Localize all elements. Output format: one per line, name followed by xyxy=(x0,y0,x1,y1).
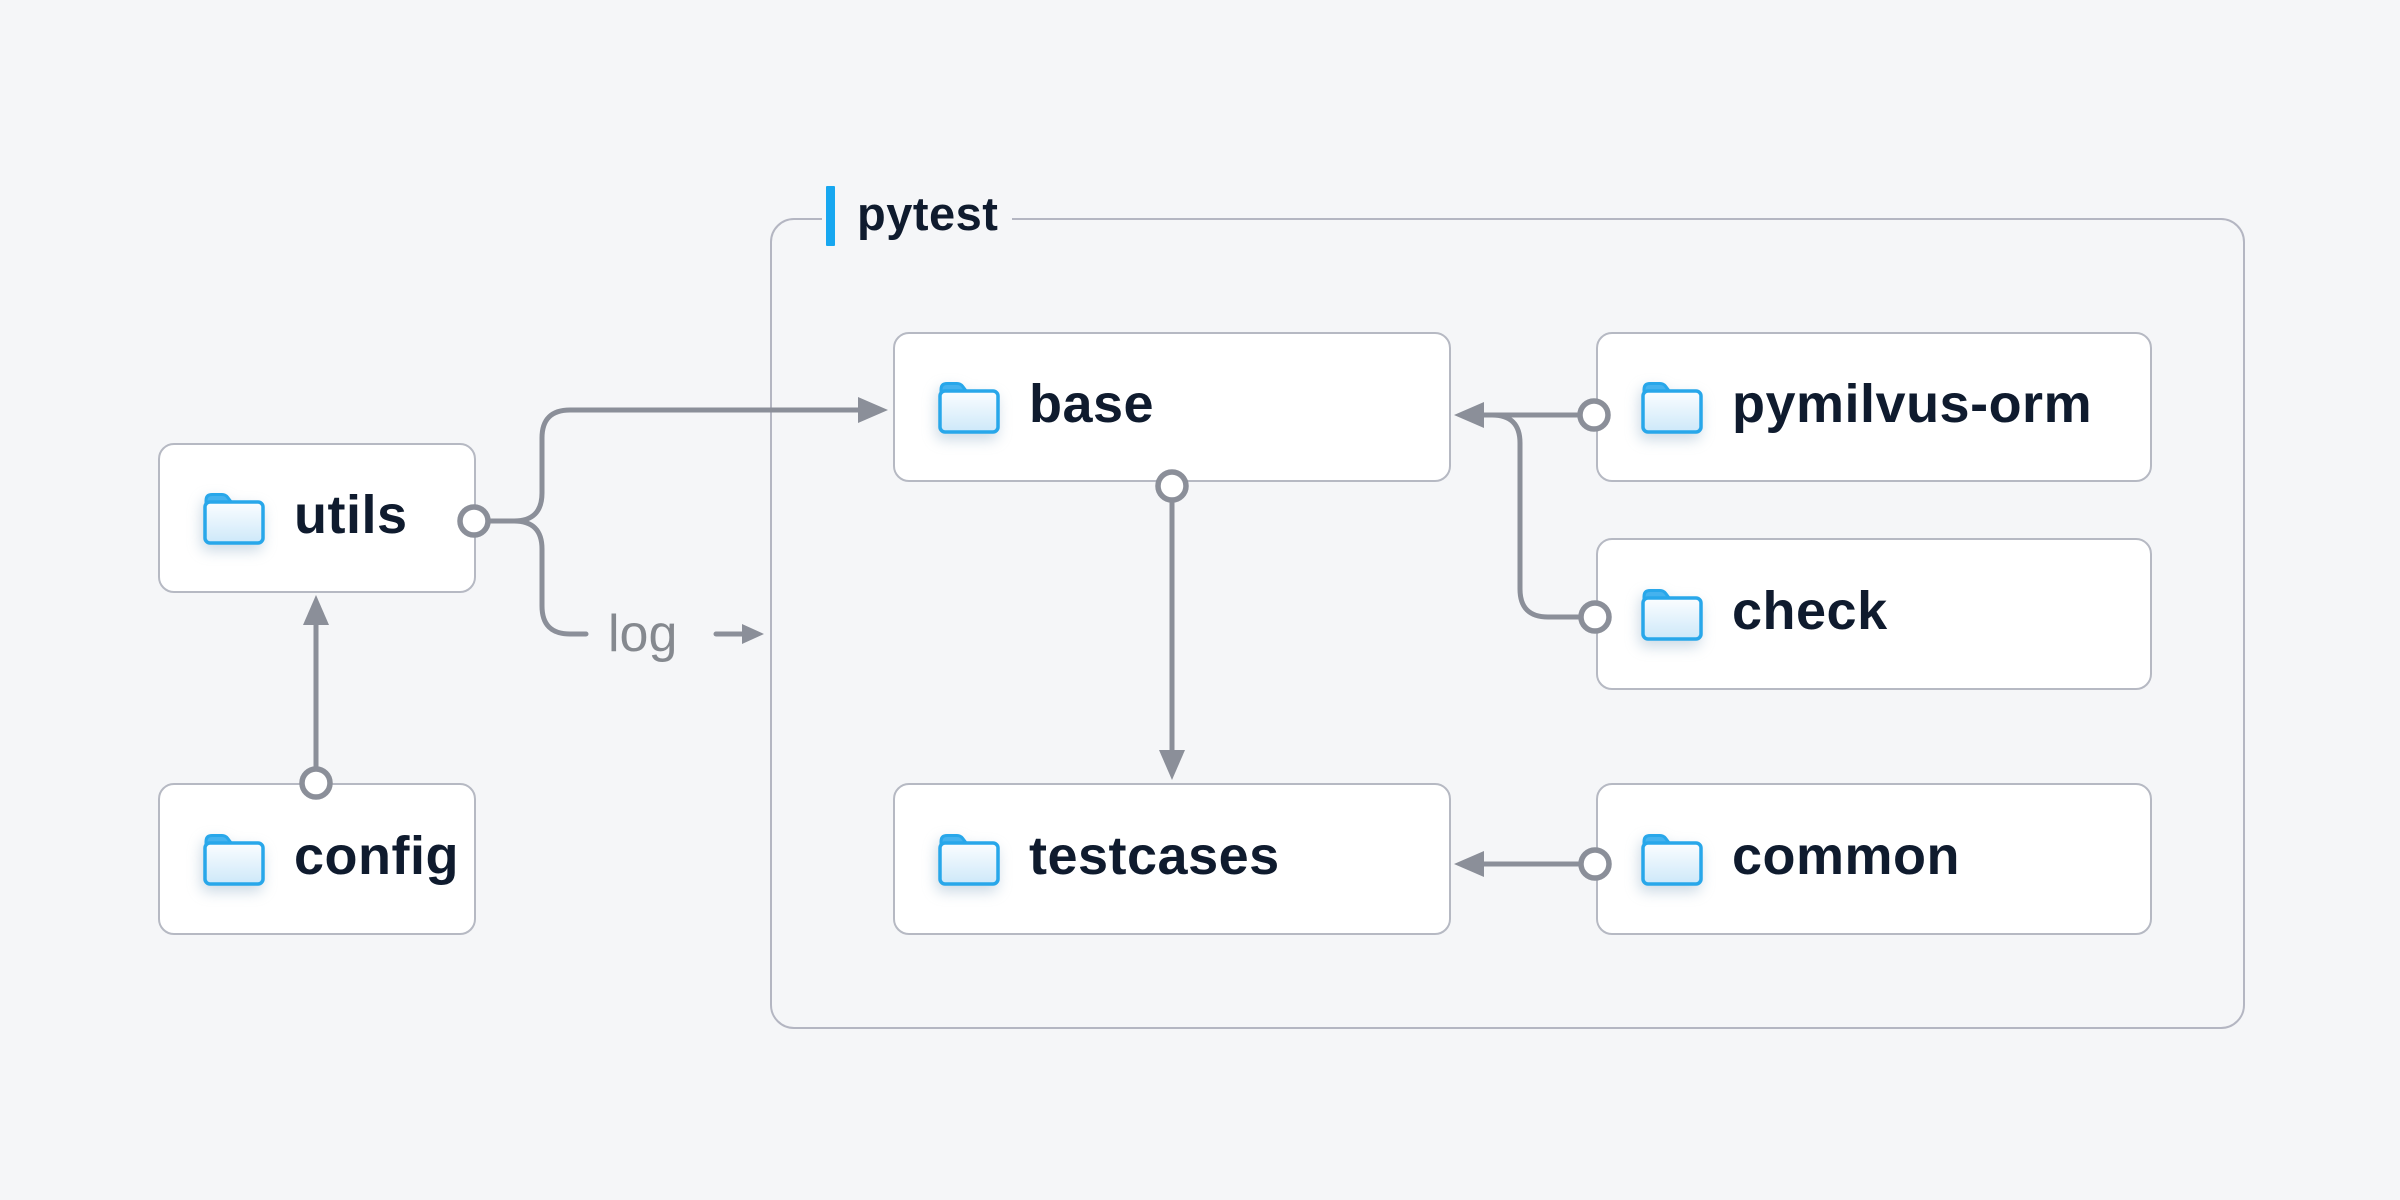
folder-icon xyxy=(1641,588,1703,641)
pytest-label-text: pytest xyxy=(857,186,999,240)
folder-icon xyxy=(938,381,1000,434)
node-testcases: testcases xyxy=(893,783,1451,935)
edge-utils-log: log xyxy=(457,504,764,663)
node-common: common xyxy=(1596,783,2152,935)
node-pymilvus-orm-label: pymilvus-orm xyxy=(1732,374,2093,434)
node-check-label: check xyxy=(1732,581,1888,641)
node-common-label: common xyxy=(1732,826,1961,886)
folder-icon xyxy=(938,833,1000,886)
folder-icon xyxy=(1641,833,1703,886)
node-config-label: config xyxy=(294,826,459,886)
node-base: base xyxy=(893,332,1451,482)
pytest-group-container xyxy=(770,218,2245,1029)
folder-icon xyxy=(1641,381,1703,434)
edge-config-utils xyxy=(299,595,333,800)
node-utils-label: utils xyxy=(294,485,408,545)
node-check: check xyxy=(1596,538,2152,690)
edge-label-log: log xyxy=(608,605,677,663)
node-base-label: base xyxy=(1029,374,1155,434)
node-testcases-label: testcases xyxy=(1029,826,1280,886)
node-pymilvus-orm: pymilvus-orm xyxy=(1596,332,2152,482)
node-config: config xyxy=(158,783,476,935)
node-utils: utils xyxy=(158,443,476,593)
folder-icon xyxy=(203,492,265,545)
folder-icon xyxy=(203,833,265,886)
pytest-label-accent-bar xyxy=(826,186,835,246)
pytest-group-label: pytest xyxy=(822,183,1013,249)
